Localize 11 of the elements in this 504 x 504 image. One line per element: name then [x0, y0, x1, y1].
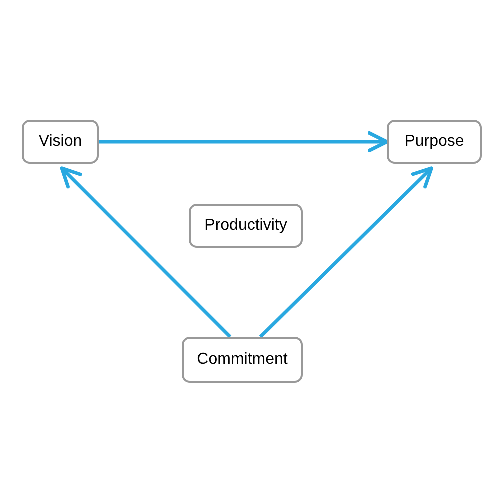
- rounded-box: [189, 204, 303, 248]
- rounded-box: [387, 120, 482, 164]
- node-label: Purpose: [404, 133, 464, 151]
- arrow: [60, 166, 232, 338]
- rounded-box: [22, 120, 99, 164]
- node-label: Vision: [38, 133, 82, 151]
- rounded-box: [182, 337, 303, 383]
- node-label: Productivity: [204, 217, 288, 235]
- arrow: [99, 132, 389, 152]
- arrow: [259, 166, 434, 338]
- node-label: Commitment: [197, 351, 288, 369]
